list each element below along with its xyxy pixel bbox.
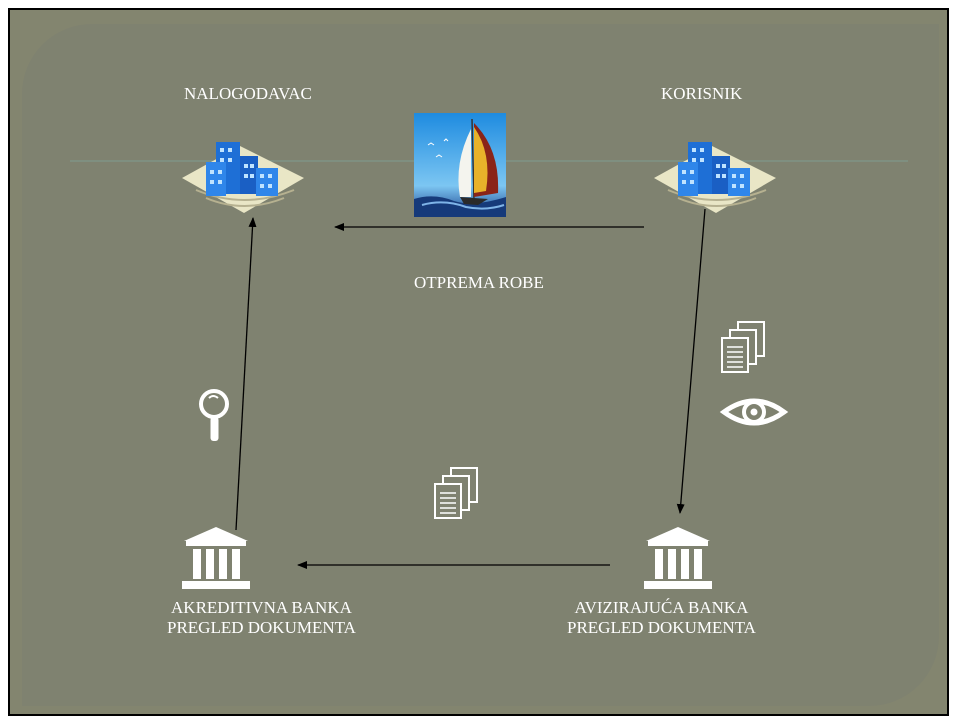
label-avizirajuca-banka: AVIZIRAJUĆA BANKA PREGLED DOKUMENTA — [567, 598, 756, 638]
building-icon — [654, 142, 776, 213]
label-akreditivna-line1: AKREDITIVNA BANKA — [171, 598, 352, 617]
documents-icon — [434, 467, 478, 519]
arrow-akreditivna-to-nalogodavac — [235, 217, 257, 531]
sailboat-icon — [414, 113, 506, 217]
label-avizirajuca-line1: AVIZIRAJUĆA BANKA — [574, 598, 749, 617]
label-akreditivna-banka: AKREDITIVNA BANKA PREGLED DOKUMENTA — [167, 598, 356, 638]
slide-frame: NALOGODAVAC KORISNIK OTPREMA ROBE AKREDI… — [8, 8, 949, 716]
label-korisnik: KORISNIK — [661, 84, 743, 103]
diagram-canvas — [70, 113, 908, 589]
magnifier-icon — [199, 389, 229, 441]
documents-icon — [721, 321, 765, 373]
building-icon — [182, 142, 304, 213]
label-otprema-robe: OTPREMA ROBE — [414, 273, 544, 292]
label-akreditivna-line2: PREGLED DOKUMENTA — [167, 618, 356, 637]
label-nalogodavac: NALOGODAVAC — [184, 84, 312, 103]
arrow-korisnik-to-avizirajuca — [676, 208, 706, 514]
label-avizirajuca-line2: PREGLED DOKUMENTA — [567, 618, 756, 637]
eye-icon — [719, 398, 789, 426]
bank-icon — [182, 527, 250, 589]
bank-icon — [644, 527, 712, 589]
